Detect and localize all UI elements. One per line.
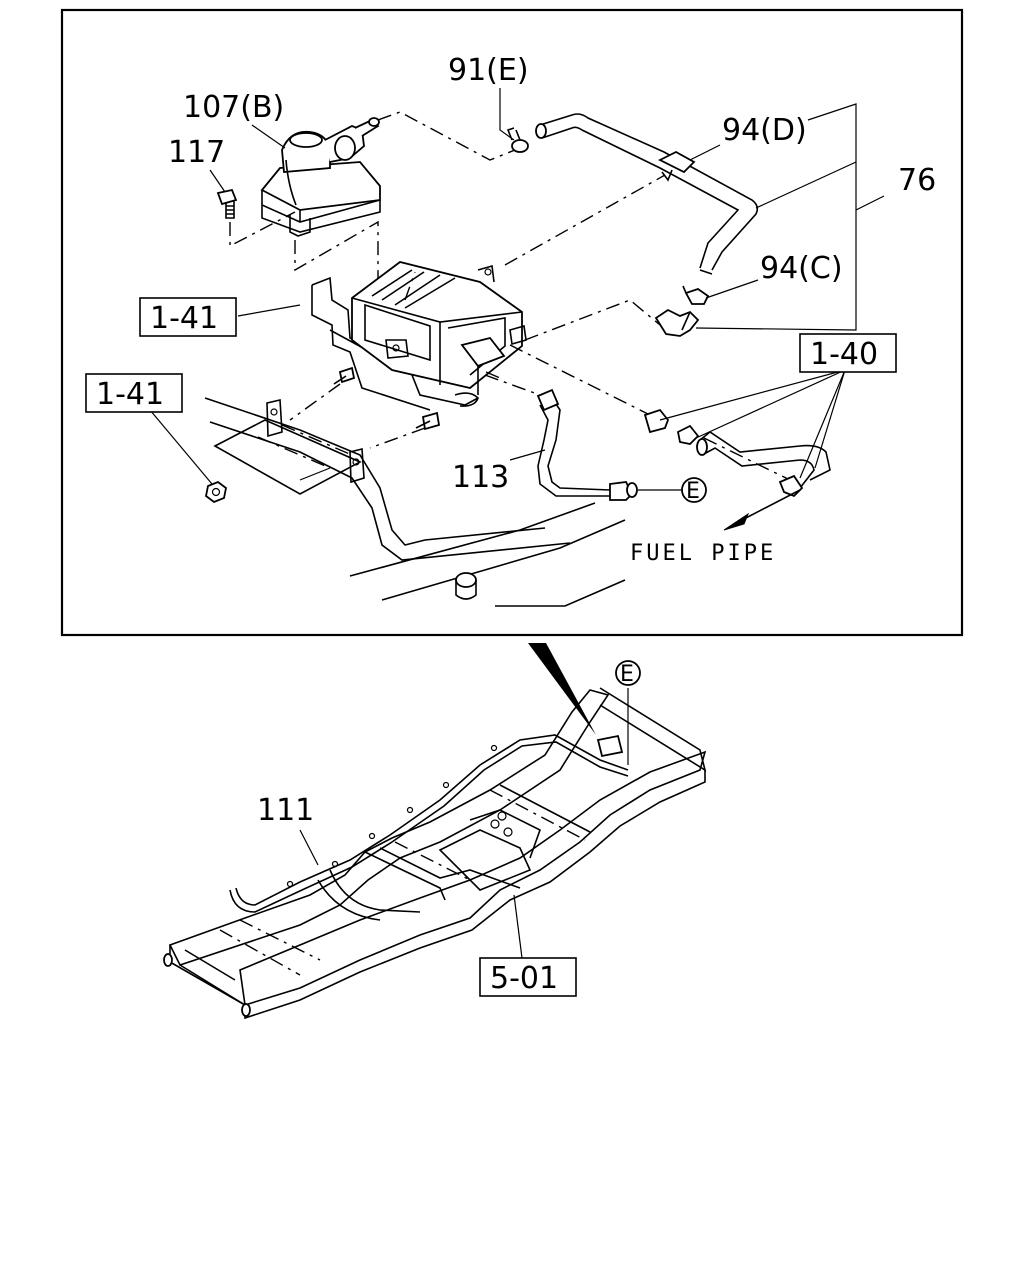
bolt	[216, 188, 296, 248]
callout-94d: 94(D)	[722, 113, 807, 148]
callout-leaders	[149, 88, 885, 959]
chassis-frame	[163, 687, 707, 1020]
ref-label: 1-40	[810, 337, 878, 372]
connector-e-upper: E	[681, 477, 707, 504]
fuel-pipe-section	[643, 408, 831, 531]
fuel-pipe-label: FUEL PIPE	[630, 541, 776, 566]
canister-bracket	[213, 399, 365, 495]
connector-label: E	[620, 662, 634, 687]
hose-lower	[654, 285, 710, 337]
clamp	[506, 127, 529, 153]
callout-91e: 91(E)	[448, 53, 529, 88]
frame-rail-detail	[204, 397, 626, 607]
fuel-pipe-arrow-icon	[723, 512, 750, 531]
ref-label: 1-41	[150, 301, 218, 336]
fuel-line-chassis	[229, 734, 629, 913]
callout-94c: 94(C)	[760, 251, 843, 286]
callout-117: 117	[168, 135, 225, 170]
callout-107b: 107(B)	[183, 90, 284, 125]
detail-view-frame	[60, 8, 964, 637]
vacuum-valve	[260, 117, 381, 237]
callout-113: 113	[452, 460, 509, 495]
connector-label: E	[686, 479, 700, 504]
callout-111: 111	[257, 793, 314, 828]
ref-box-1-40: 1-40	[799, 333, 897, 373]
assembly-leader-lines	[294, 111, 791, 481]
hose-upper	[535, 113, 759, 275]
detail-pointer	[528, 643, 596, 735]
nut-icon	[205, 480, 227, 504]
ref-label: 5-01	[490, 961, 558, 996]
ref-box-5-01: 5-01	[479, 957, 577, 997]
ref-box-1-41-upper: 1-41	[139, 297, 237, 337]
callout-76: 76	[898, 163, 936, 198]
ref-box-1-41-lower: 1-41	[85, 373, 183, 413]
ref-label: 1-41	[96, 377, 164, 412]
hose-to-e	[536, 388, 638, 501]
connector-e-lower: E	[615, 660, 641, 687]
charcoal-canister	[351, 261, 527, 395]
bracket-studs	[205, 366, 441, 504]
